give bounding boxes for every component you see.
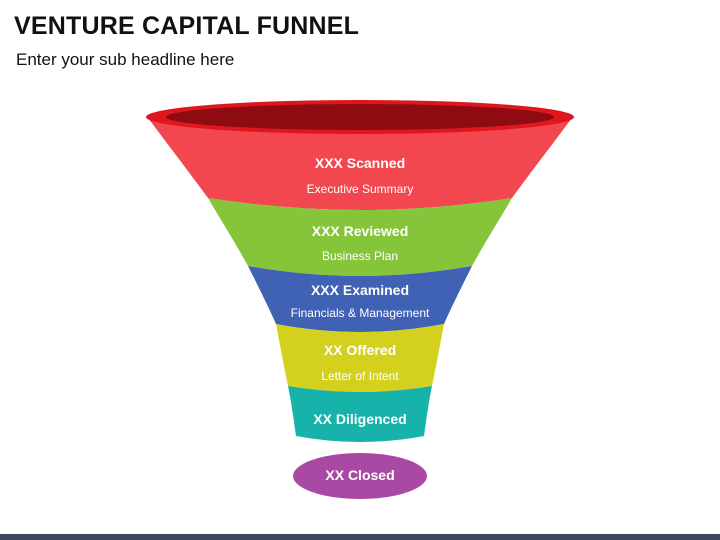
funnel-stage-diligenced-band (288, 386, 432, 442)
funnel-stage-offered: XX Offered Letter of Intent (276, 324, 444, 392)
stage-examined-sublabel: Financials & Management (291, 306, 430, 320)
stage-reviewed-label: XXX Reviewed (312, 223, 409, 239)
slide-subtitle: Enter your sub headline here (16, 50, 235, 69)
funnel-stage-diligenced: XX Diligenced (288, 386, 432, 442)
stage-offered-label: XX Offered (324, 342, 396, 358)
stage-reviewed-sublabel: Business Plan (322, 249, 398, 263)
stage-diligenced-label: XX Diligenced (313, 411, 406, 427)
stage-offered-sublabel: Letter of Intent (321, 369, 399, 383)
funnel-stage-reviewed: XXX Reviewed Business Plan (208, 198, 512, 276)
footer-bar (0, 534, 720, 540)
funnel-stage-examined: XXX Examined Financials & Management (248, 266, 472, 332)
closed-ellipse (293, 453, 427, 499)
stage-examined-label: XXX Examined (311, 282, 409, 298)
funnel-stage-scanned: XXX Scanned Executive Summary (148, 118, 572, 210)
funnel-stage-closed: XX Closed (293, 453, 427, 499)
stage-scanned-sublabel: Executive Summary (307, 182, 414, 196)
funnel-mouth (166, 104, 554, 130)
funnel-rim (146, 100, 574, 134)
funnel-stage-examined-band (248, 266, 472, 332)
stage-closed-label: XX Closed (325, 467, 394, 483)
funnel-stage-scanned-band (148, 118, 572, 210)
funnel-stage-reviewed-band (208, 198, 512, 276)
slide-title: VENTURE CAPITAL FUNNEL (14, 12, 360, 40)
stage-scanned-label: XXX Scanned (315, 155, 405, 171)
funnel-stage-offered-band (276, 324, 444, 392)
